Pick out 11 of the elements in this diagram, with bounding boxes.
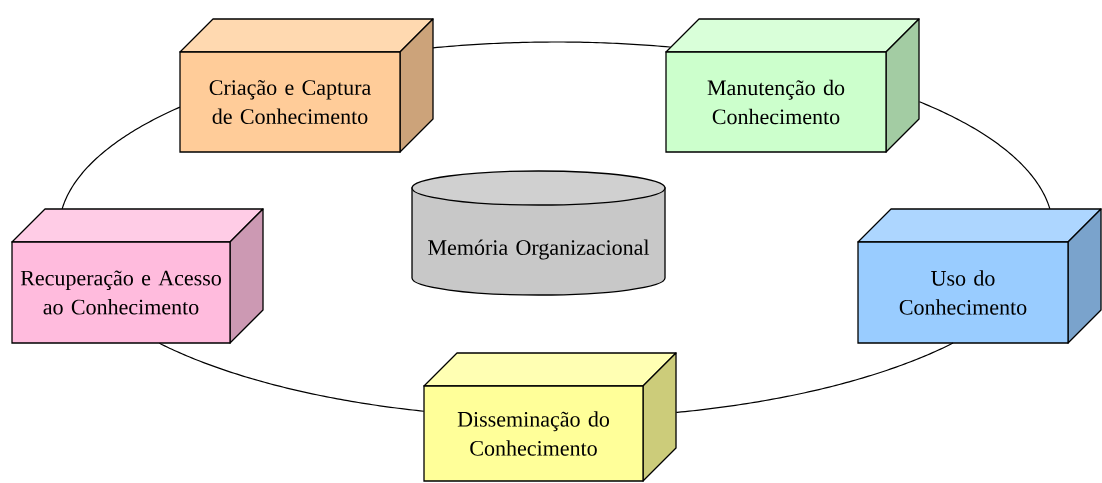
cylinder: Memória Organizacional (411, 170, 666, 296)
box-3d: Criação e Captura de Conhecimento (179, 18, 434, 153)
connector-arc (158, 342, 425, 412)
box-3d: Uso do Conhecimento (857, 208, 1102, 344)
connector-arc (432, 41, 672, 49)
box-3d: Disseminação do Conhecimento (423, 352, 677, 482)
box-3d: Manutenção do Conhecimento (665, 18, 920, 153)
connector-arc (61, 106, 181, 210)
connector-arc (675, 342, 954, 414)
connector-arc (918, 101, 1051, 210)
box-3d: Recuperação e Acesso ao Conhecimento (11, 208, 264, 344)
